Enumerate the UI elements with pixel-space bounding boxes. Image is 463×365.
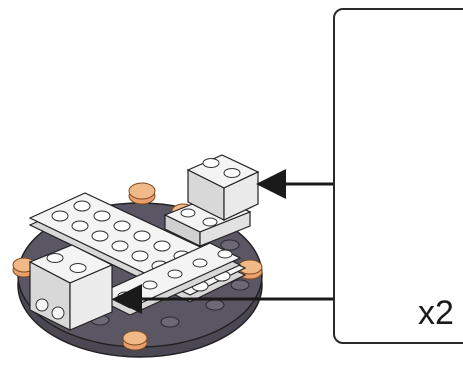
upper-brick-assembly: [163, 154, 260, 247]
callout-box: [333, 8, 463, 344]
orange-stud-bottom: [122, 330, 148, 351]
quantity-multiplier: x2: [418, 294, 454, 332]
pointer-arrows: [112, 169, 333, 314]
lower-brick-assembly: [28, 244, 114, 331]
orange-stud-top-left: [128, 182, 156, 205]
